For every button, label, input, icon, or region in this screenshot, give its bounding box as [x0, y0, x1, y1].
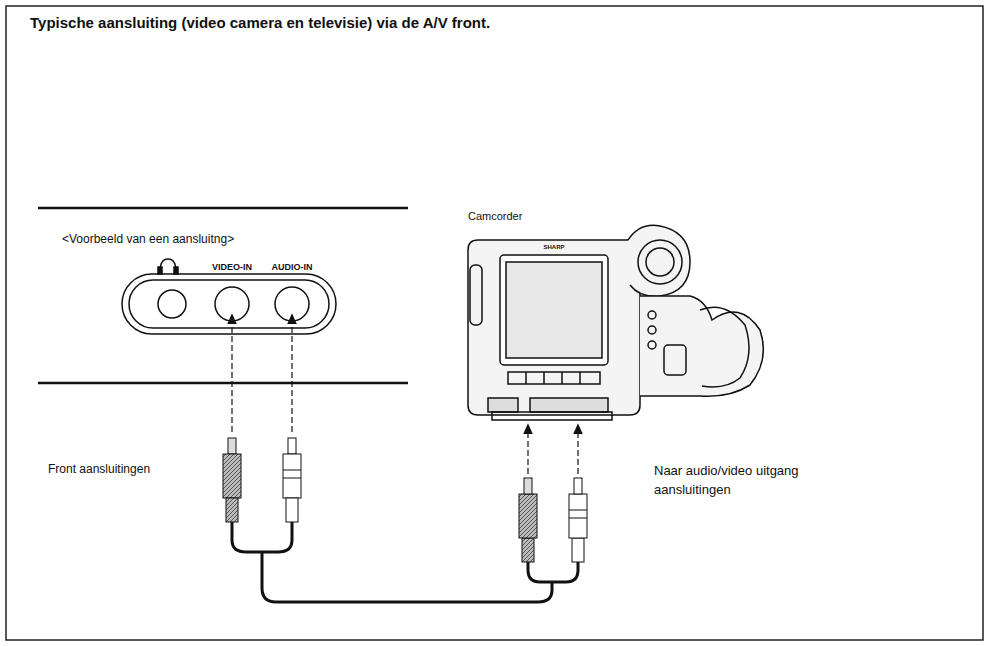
rca-plug: [223, 438, 301, 522]
diagram-title: Typische aansluiting (video camera en te…: [30, 14, 490, 32]
brand-logo: SHARP: [543, 244, 564, 250]
connector-label: Front aansluitingen: [48, 462, 150, 476]
device-label: Camcorder: [468, 210, 522, 223]
headphone-symbol: [158, 259, 178, 274]
camcorder-drawing: [468, 225, 763, 420]
jack-label: VIDEO-IN: [212, 262, 252, 273]
connector-label: Naar audio/video uitgang aansluitingen: [654, 462, 804, 500]
rca-plug: [519, 478, 587, 562]
jack-label: AUDIO-IN: [272, 262, 313, 273]
example-note: <Voorbeeld van een aansluitng>: [62, 232, 234, 246]
